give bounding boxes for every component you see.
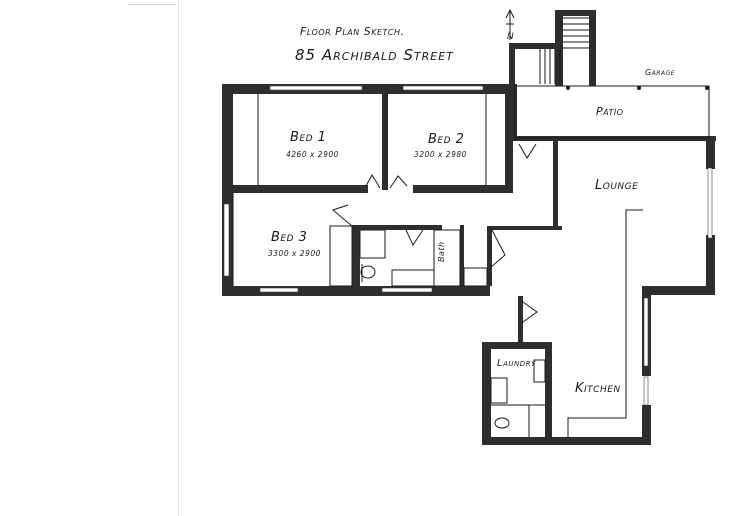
- north-label: N: [507, 32, 515, 42]
- room-patio-label: Patio: [596, 105, 624, 118]
- room-bed1-label: Bed 1: [290, 130, 327, 145]
- room-kitchen-label: Kitchen: [575, 381, 621, 396]
- doors: [331, 8, 538, 323]
- plan-title: 85 Archibald Street: [295, 46, 454, 64]
- walls: [222, 10, 716, 445]
- room-bath-label: Bath: [437, 241, 446, 262]
- windows: [223, 85, 713, 406]
- page-margin-line: [178, 0, 179, 516]
- room-lounge-label: Lounge: [595, 178, 639, 193]
- fixtures: [232, 17, 710, 437]
- room-bed2-dimensions: 3200 x 2980: [414, 150, 467, 159]
- room-bed3-dimensions: 3300 x 2900: [268, 249, 321, 258]
- room-bed3-label: Bed 3: [271, 230, 308, 245]
- garage-annotation: Garage: [645, 68, 676, 77]
- page-margin-dash: [128, 4, 176, 5]
- room-bed1-dimensions: 4260 x 2900: [286, 150, 339, 159]
- room-bed2-label: Bed 2: [428, 132, 465, 147]
- room-laundry-label: Laundry: [497, 358, 536, 369]
- plan-subtitle: Floor Plan Sketch.: [300, 25, 405, 38]
